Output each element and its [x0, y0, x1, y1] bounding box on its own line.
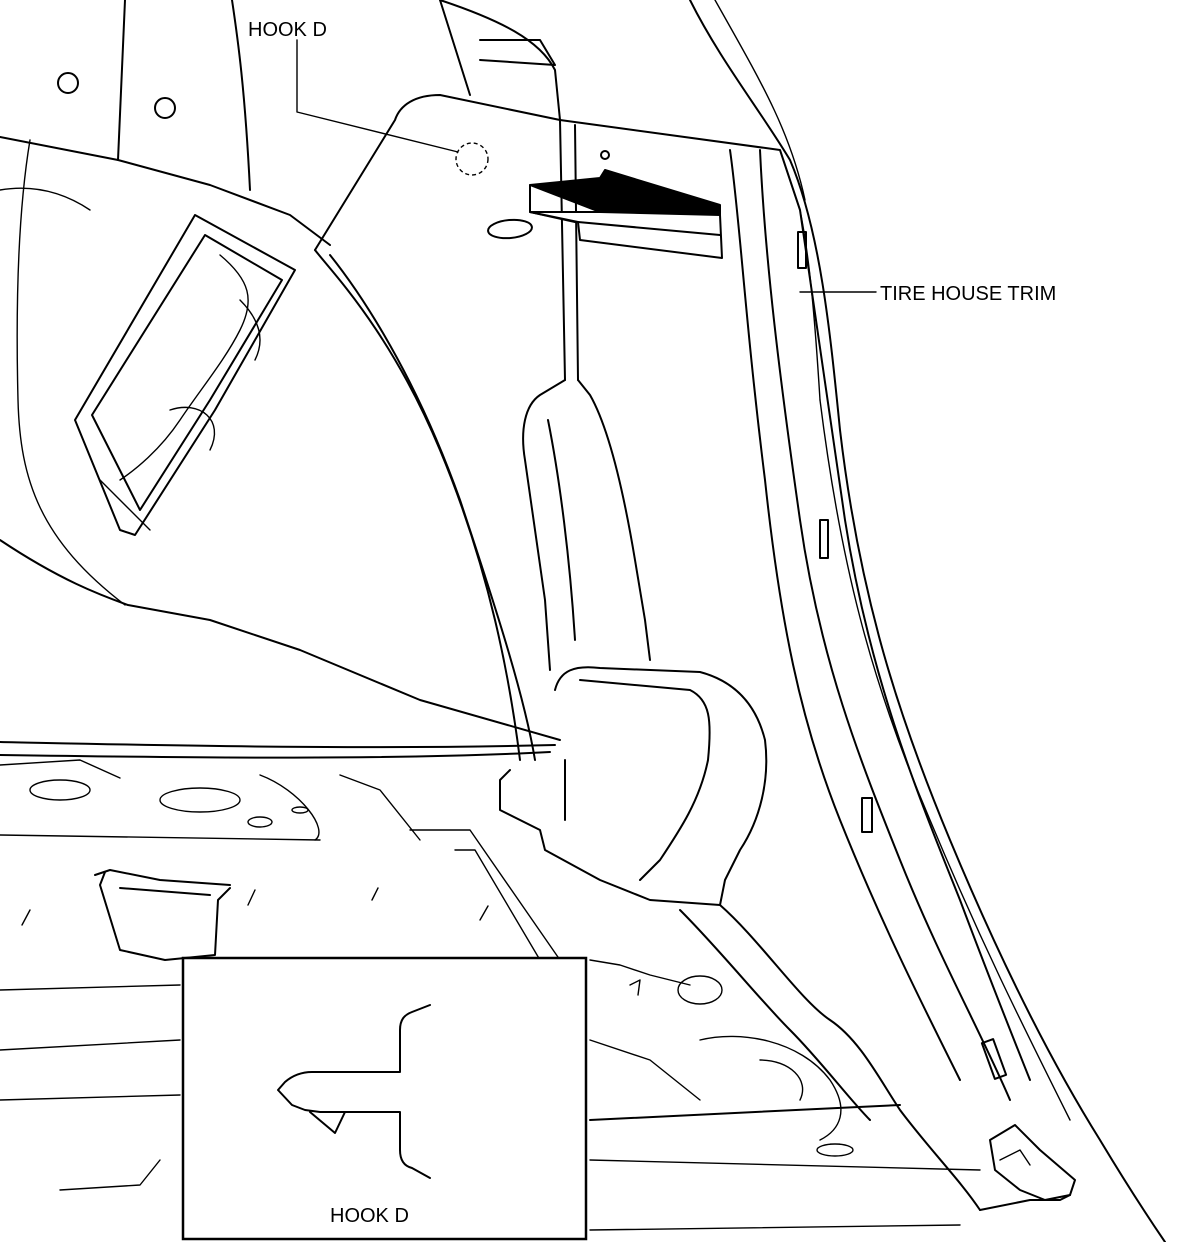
floor-bracket: [21, 869, 489, 961]
removal-direction-arrow-icon: [529, 169, 723, 259]
tire-house-trim-label: TIRE HOUSE TRIM: [880, 283, 1056, 305]
hook-d-inset-label: HOOK D: [330, 1205, 409, 1227]
hook-d-label: HOOK D: [248, 19, 327, 41]
rear-body-panel: [0, 0, 561, 741]
leader-lines: [296, 39, 877, 293]
luggage-floor-area: [0, 741, 561, 1191]
wheel-housing-lower: [589, 959, 981, 1231]
c-pillar-edge: [689, 0, 1166, 1242]
hook-d-location-marker: [455, 142, 489, 176]
tire-house-trim-lower: [499, 666, 1076, 1211]
hook-d-detail-inset: HOOK D: [181, 956, 588, 1241]
quarter-window-opening: [74, 214, 296, 536]
tire-house-trim-panel: [314, 94, 1031, 1101]
hook-d-detail-icon: [277, 1004, 431, 1179]
